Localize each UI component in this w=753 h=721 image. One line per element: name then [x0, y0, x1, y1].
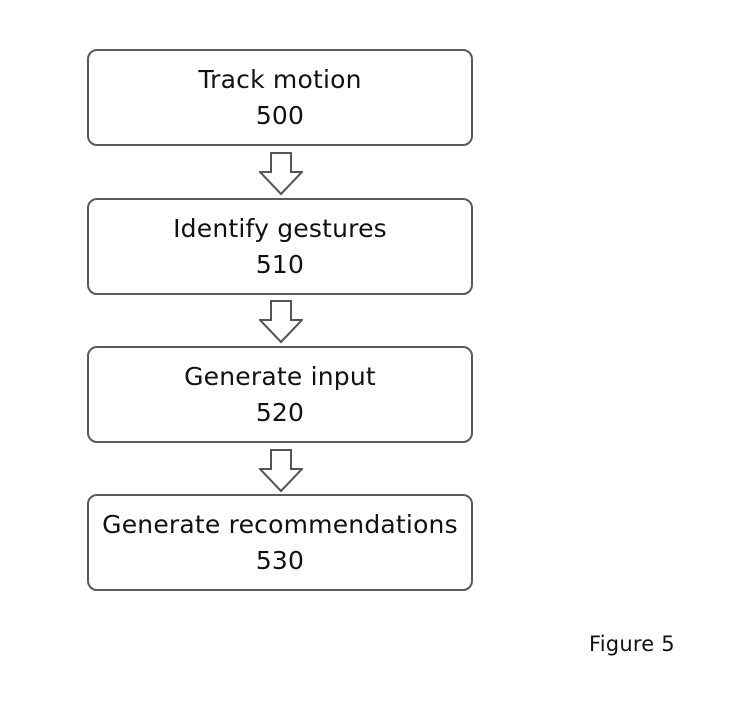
step-number: 510 [255, 249, 305, 279]
step-label: Generate input [184, 361, 376, 391]
step-label: Identify gestures [173, 213, 387, 243]
down-arrow-icon [259, 300, 303, 344]
down-arrow-icon [259, 152, 303, 196]
step-box-identify-gestures: Identify gestures 510 [87, 198, 473, 295]
step-number: 500 [255, 100, 305, 130]
down-arrow-icon [259, 449, 303, 493]
step-box-generate-input: Generate input 520 [87, 346, 473, 443]
figure-label: Figure 5 [589, 632, 675, 656]
step-label: Generate recommendations [102, 509, 458, 539]
step-number: 530 [255, 545, 305, 575]
step-number: 520 [255, 397, 305, 427]
step-box-track-motion: Track motion 500 [87, 49, 473, 146]
step-box-generate-recommendations: Generate recommendations 530 [87, 494, 473, 591]
step-label: Track motion [198, 64, 362, 94]
